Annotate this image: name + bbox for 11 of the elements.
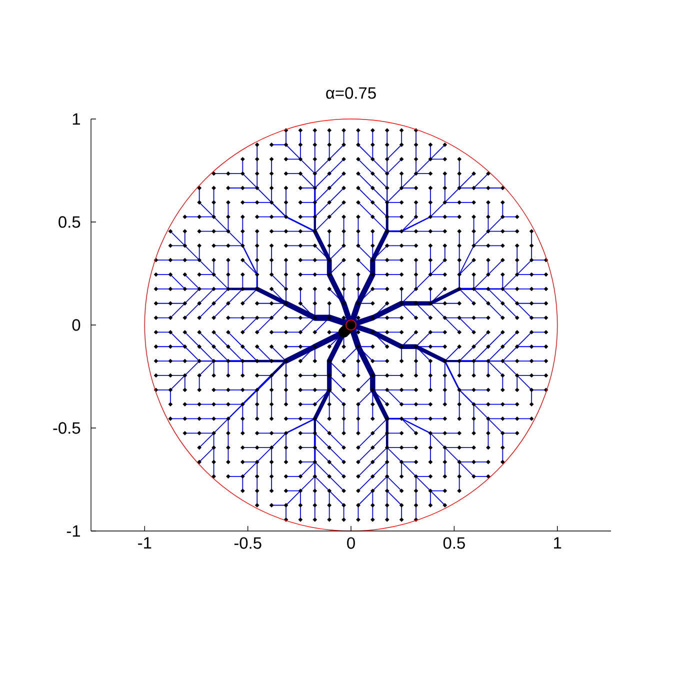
y-tick-label: -0.5 xyxy=(53,422,80,434)
x-tick-label: 0.5 xyxy=(443,537,465,549)
x-tick-label: 1 xyxy=(554,537,562,549)
chart-title: α=0.75 xyxy=(326,87,376,99)
x-tick-label: 0 xyxy=(347,537,355,549)
y-tick-label: 1 xyxy=(72,113,80,125)
x-tick-label: -0.5 xyxy=(234,537,262,549)
x-tick-label: -1 xyxy=(138,537,152,549)
y-tick-label: 0 xyxy=(72,319,80,331)
y-tick-label: 0.5 xyxy=(58,216,80,228)
y-tick-label: -1 xyxy=(66,525,80,537)
